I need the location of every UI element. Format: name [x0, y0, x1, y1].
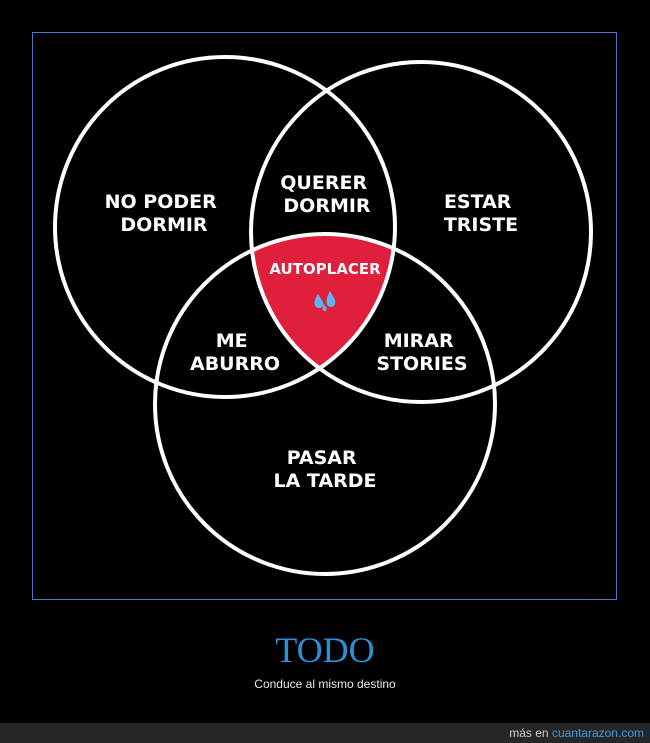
- circle-left: [53, 55, 397, 399]
- label-line: LA TARDE: [274, 470, 377, 492]
- footer-prefix: más en: [509, 726, 549, 740]
- label-line: NO PODER: [105, 191, 217, 213]
- label-line: DORMIR: [120, 214, 208, 236]
- label-line: ESTAR: [444, 191, 512, 213]
- label-mirar-stories: MIRAR STORIES: [376, 330, 467, 375]
- label-me-aburro: ME ABURRO: [190, 330, 280, 375]
- sweat-droplets-icon: [314, 291, 336, 312]
- label-pasar-la-tarde: PASAR LA TARDE: [274, 447, 377, 492]
- circle-right: [249, 60, 593, 404]
- label-no-poder-dormir: NO PODER DORMIR: [105, 191, 224, 236]
- label-line: TRISTE: [444, 214, 518, 236]
- label-line: QUERER: [280, 172, 367, 194]
- label-querer-dormir: QUERER DORMIR: [280, 172, 373, 217]
- footer-site-link[interactable]: cuantarazon.com: [551, 726, 644, 740]
- site-footer: más en cuantarazon.com: [0, 723, 650, 743]
- venn-diagram: NO PODER DORMIR QUERER DORMIR ESTAR TRIS…: [53, 55, 593, 576]
- caption-subtitle: Conduce al mismo destino: [254, 677, 396, 691]
- label-line: ME: [216, 330, 248, 352]
- circle-bottom: [153, 232, 497, 576]
- caption-title: TODO: [275, 630, 375, 670]
- label-line: PASAR: [287, 447, 357, 469]
- label-line: ABURRO: [190, 353, 280, 375]
- label-estar-triste: ESTAR TRISTE: [444, 191, 518, 236]
- autoplacer-region: [252, 233, 394, 369]
- label-line: MIRAR: [384, 330, 454, 352]
- label-autoplacer: AUTOPLACER: [269, 260, 381, 278]
- label-line: DORMIR: [283, 195, 371, 217]
- label-line: STORIES: [376, 353, 467, 375]
